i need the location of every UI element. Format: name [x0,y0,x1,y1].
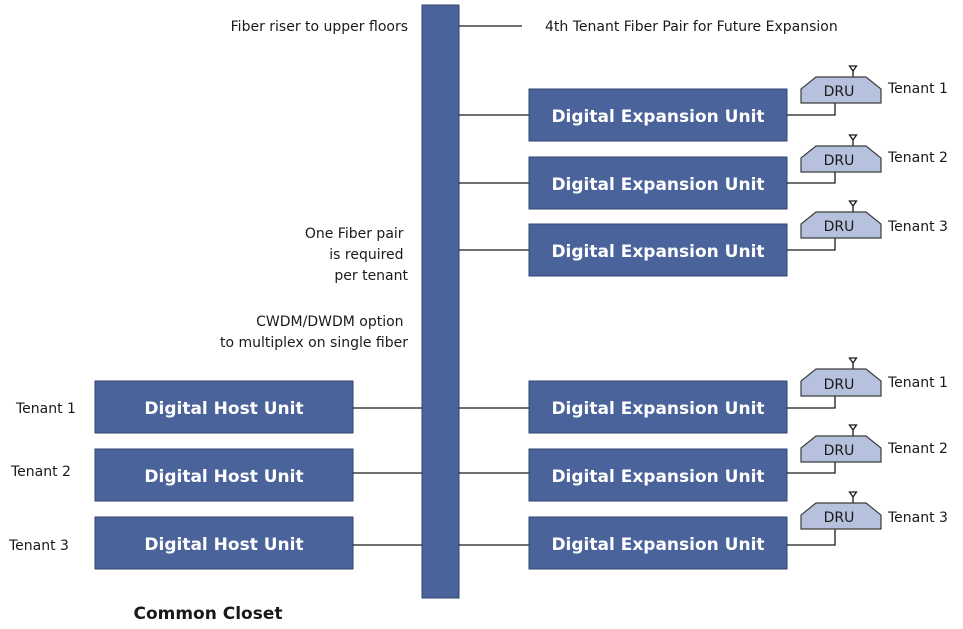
host-unit-1: Tenant 1 Digital Host Unit [15,380,422,434]
host-unit-label: Digital Host Unit [144,535,303,555]
expansion-unit-upper-2: Digital Expansion Unit DRU Tenant 2 [459,134,948,210]
expansion-unit-label: Digital Expansion Unit [551,399,764,419]
expansion-unit-box [528,88,788,142]
host-unit-label: Digital Host Unit [144,467,303,487]
host-unit-box [94,516,354,570]
dru-icon [800,76,882,104]
dru-link-line [787,529,836,546]
expansion-unit-label: Digital Expansion Unit [551,107,764,127]
dru-icon [800,211,882,239]
expansion-unit-upper-1: Digital Expansion Unit DRU Tenant 1 [459,65,948,142]
antenna-icon [848,491,858,499]
host-unit-2: Tenant 2 Digital Host Unit [10,448,422,502]
expansion-unit-upper-3: Digital Expansion Unit DRU Tenant 3 [459,200,948,277]
expansion-unit-box [528,448,788,502]
host-unit-box [94,448,354,502]
antenna-icon [848,424,858,432]
dru-tenant-label: Tenant 3 [887,510,948,526]
host-tenant-label: Tenant 2 [10,464,71,480]
expansion-unit-label: Digital Expansion Unit [551,467,764,487]
dru-link-line [787,103,836,116]
dru-icon [800,435,882,463]
dru-link-line [787,172,836,184]
host-unit-label: Digital Host Unit [144,399,303,419]
antenna-icon [848,65,858,73]
antenna-icon [848,134,858,142]
host-unit-3: Tenant 3 Digital Host Unit [8,516,422,570]
expansion-unit-label: Digital Expansion Unit [551,242,764,262]
dru-tenant-label: Tenant 3 [887,219,948,235]
fiber-riser [421,4,460,599]
expansion-unit-label: Digital Expansion Unit [551,175,764,195]
dru-link-line [787,238,836,251]
dru-label: DRU [824,377,855,393]
dru-label: DRU [824,219,855,235]
dru-icon [800,502,882,530]
expansion-unit-box [528,223,788,277]
dru-label: DRU [824,443,855,459]
expansion-unit-label: Digital Expansion Unit [551,535,764,555]
future-expansion-label: 4th Tenant Fiber Pair for Future Expansi… [545,19,838,35]
expansion-unit-lower-3: Digital Expansion Unit DRU Tenant 3 [459,491,948,570]
cwdm-note: CWDM/DWDM option to multiplex on single … [220,314,408,351]
dru-icon [800,145,882,173]
dru-icon [800,368,882,397]
dru-link-line [787,396,836,409]
dru-tenant-label: Tenant 1 [887,81,948,97]
host-unit-box [94,380,354,434]
expansion-unit-lower-1: Digital Expansion Unit DRU Tenant 1 [459,357,948,434]
expansion-unit-box [528,380,788,434]
fiber-note: One Fiber pair is required per tenant [305,226,409,284]
dru-label: DRU [824,84,855,100]
antenna-icon [848,200,858,208]
dru-tenant-label: Tenant 1 [887,375,948,391]
dru-tenant-label: Tenant 2 [887,441,948,457]
dru-label: DRU [824,153,855,169]
riser-label: Fiber riser to upper floors [231,19,408,35]
host-tenant-label: Tenant 1 [15,401,76,417]
common-closet-caption: Common Closet [133,604,282,624]
expansion-unit-box [528,516,788,570]
antenna-icon [848,357,858,365]
expansion-unit-lower-2: Digital Expansion Unit DRU Tenant 2 [459,424,948,502]
dru-link-line [787,462,836,474]
dru-tenant-label: Tenant 2 [887,150,948,166]
dru-label: DRU [824,510,855,526]
host-tenant-label: Tenant 3 [8,538,69,554]
